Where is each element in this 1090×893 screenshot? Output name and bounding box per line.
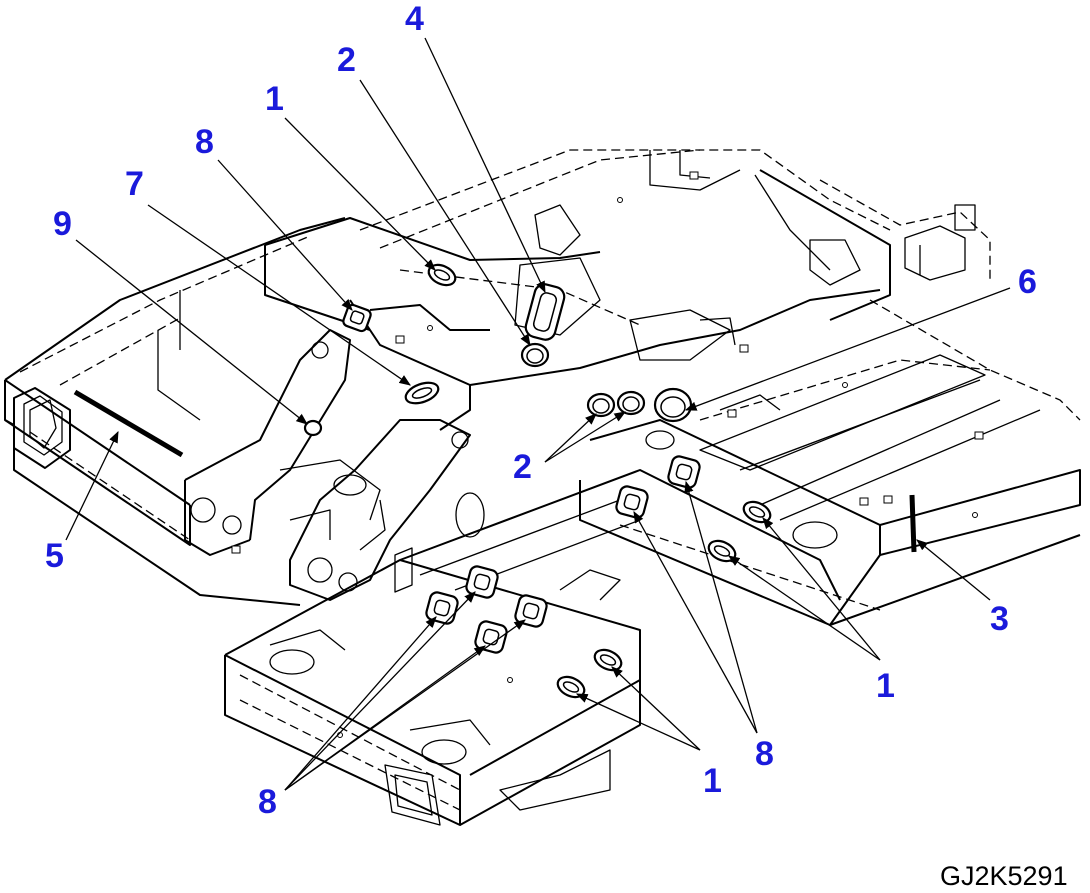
fasteners bbox=[231, 171, 984, 738]
callout-9: 9 bbox=[53, 205, 72, 243]
frame-linework bbox=[4, 149, 1081, 826]
callout-2-top: 2 bbox=[337, 41, 356, 79]
grommets-1 bbox=[404, 263, 772, 699]
center-beam bbox=[264, 204, 881, 431]
drawing-id: GJ2K5291 bbox=[940, 861, 1068, 891]
plug-9 bbox=[303, 419, 323, 437]
callout-1-top: 1 bbox=[265, 80, 284, 118]
right-side-rail bbox=[579, 299, 1081, 626]
callout-1-bottom: 1 bbox=[703, 762, 722, 800]
callout-6: 6 bbox=[1018, 263, 1037, 301]
callout-7: 7 bbox=[125, 165, 144, 203]
callout-3: 3 bbox=[990, 600, 1009, 638]
callout-8-right: 8 bbox=[755, 735, 774, 773]
rubber-strip-3 bbox=[909, 494, 917, 553]
callout-5: 5 bbox=[45, 537, 64, 575]
callout-8-top: 8 bbox=[195, 123, 214, 161]
callout-8-bottom: 8 bbox=[258, 783, 277, 821]
grommet-6 bbox=[653, 387, 693, 423]
leader-lines bbox=[65, 37, 1011, 791]
grommets-8 bbox=[425, 455, 701, 654]
callouts: 4 2 1 8 7 9 6 2 5 3 1 8 1 8 bbox=[45, 0, 1037, 821]
callout-4: 4 bbox=[405, 0, 424, 38]
left-side-rail bbox=[4, 217, 346, 606]
grommet-7 bbox=[342, 303, 372, 333]
grommet-4 bbox=[524, 283, 566, 341]
callout-2-mid: 2 bbox=[513, 448, 532, 486]
rear-upper-frame bbox=[264, 149, 991, 321]
plugs-2 bbox=[520, 342, 646, 418]
boom-mount bbox=[184, 329, 485, 601]
rubber-strip-5 bbox=[73, 389, 184, 458]
callout-1-right: 1 bbox=[876, 667, 895, 705]
front-lower-frame bbox=[224, 469, 841, 826]
